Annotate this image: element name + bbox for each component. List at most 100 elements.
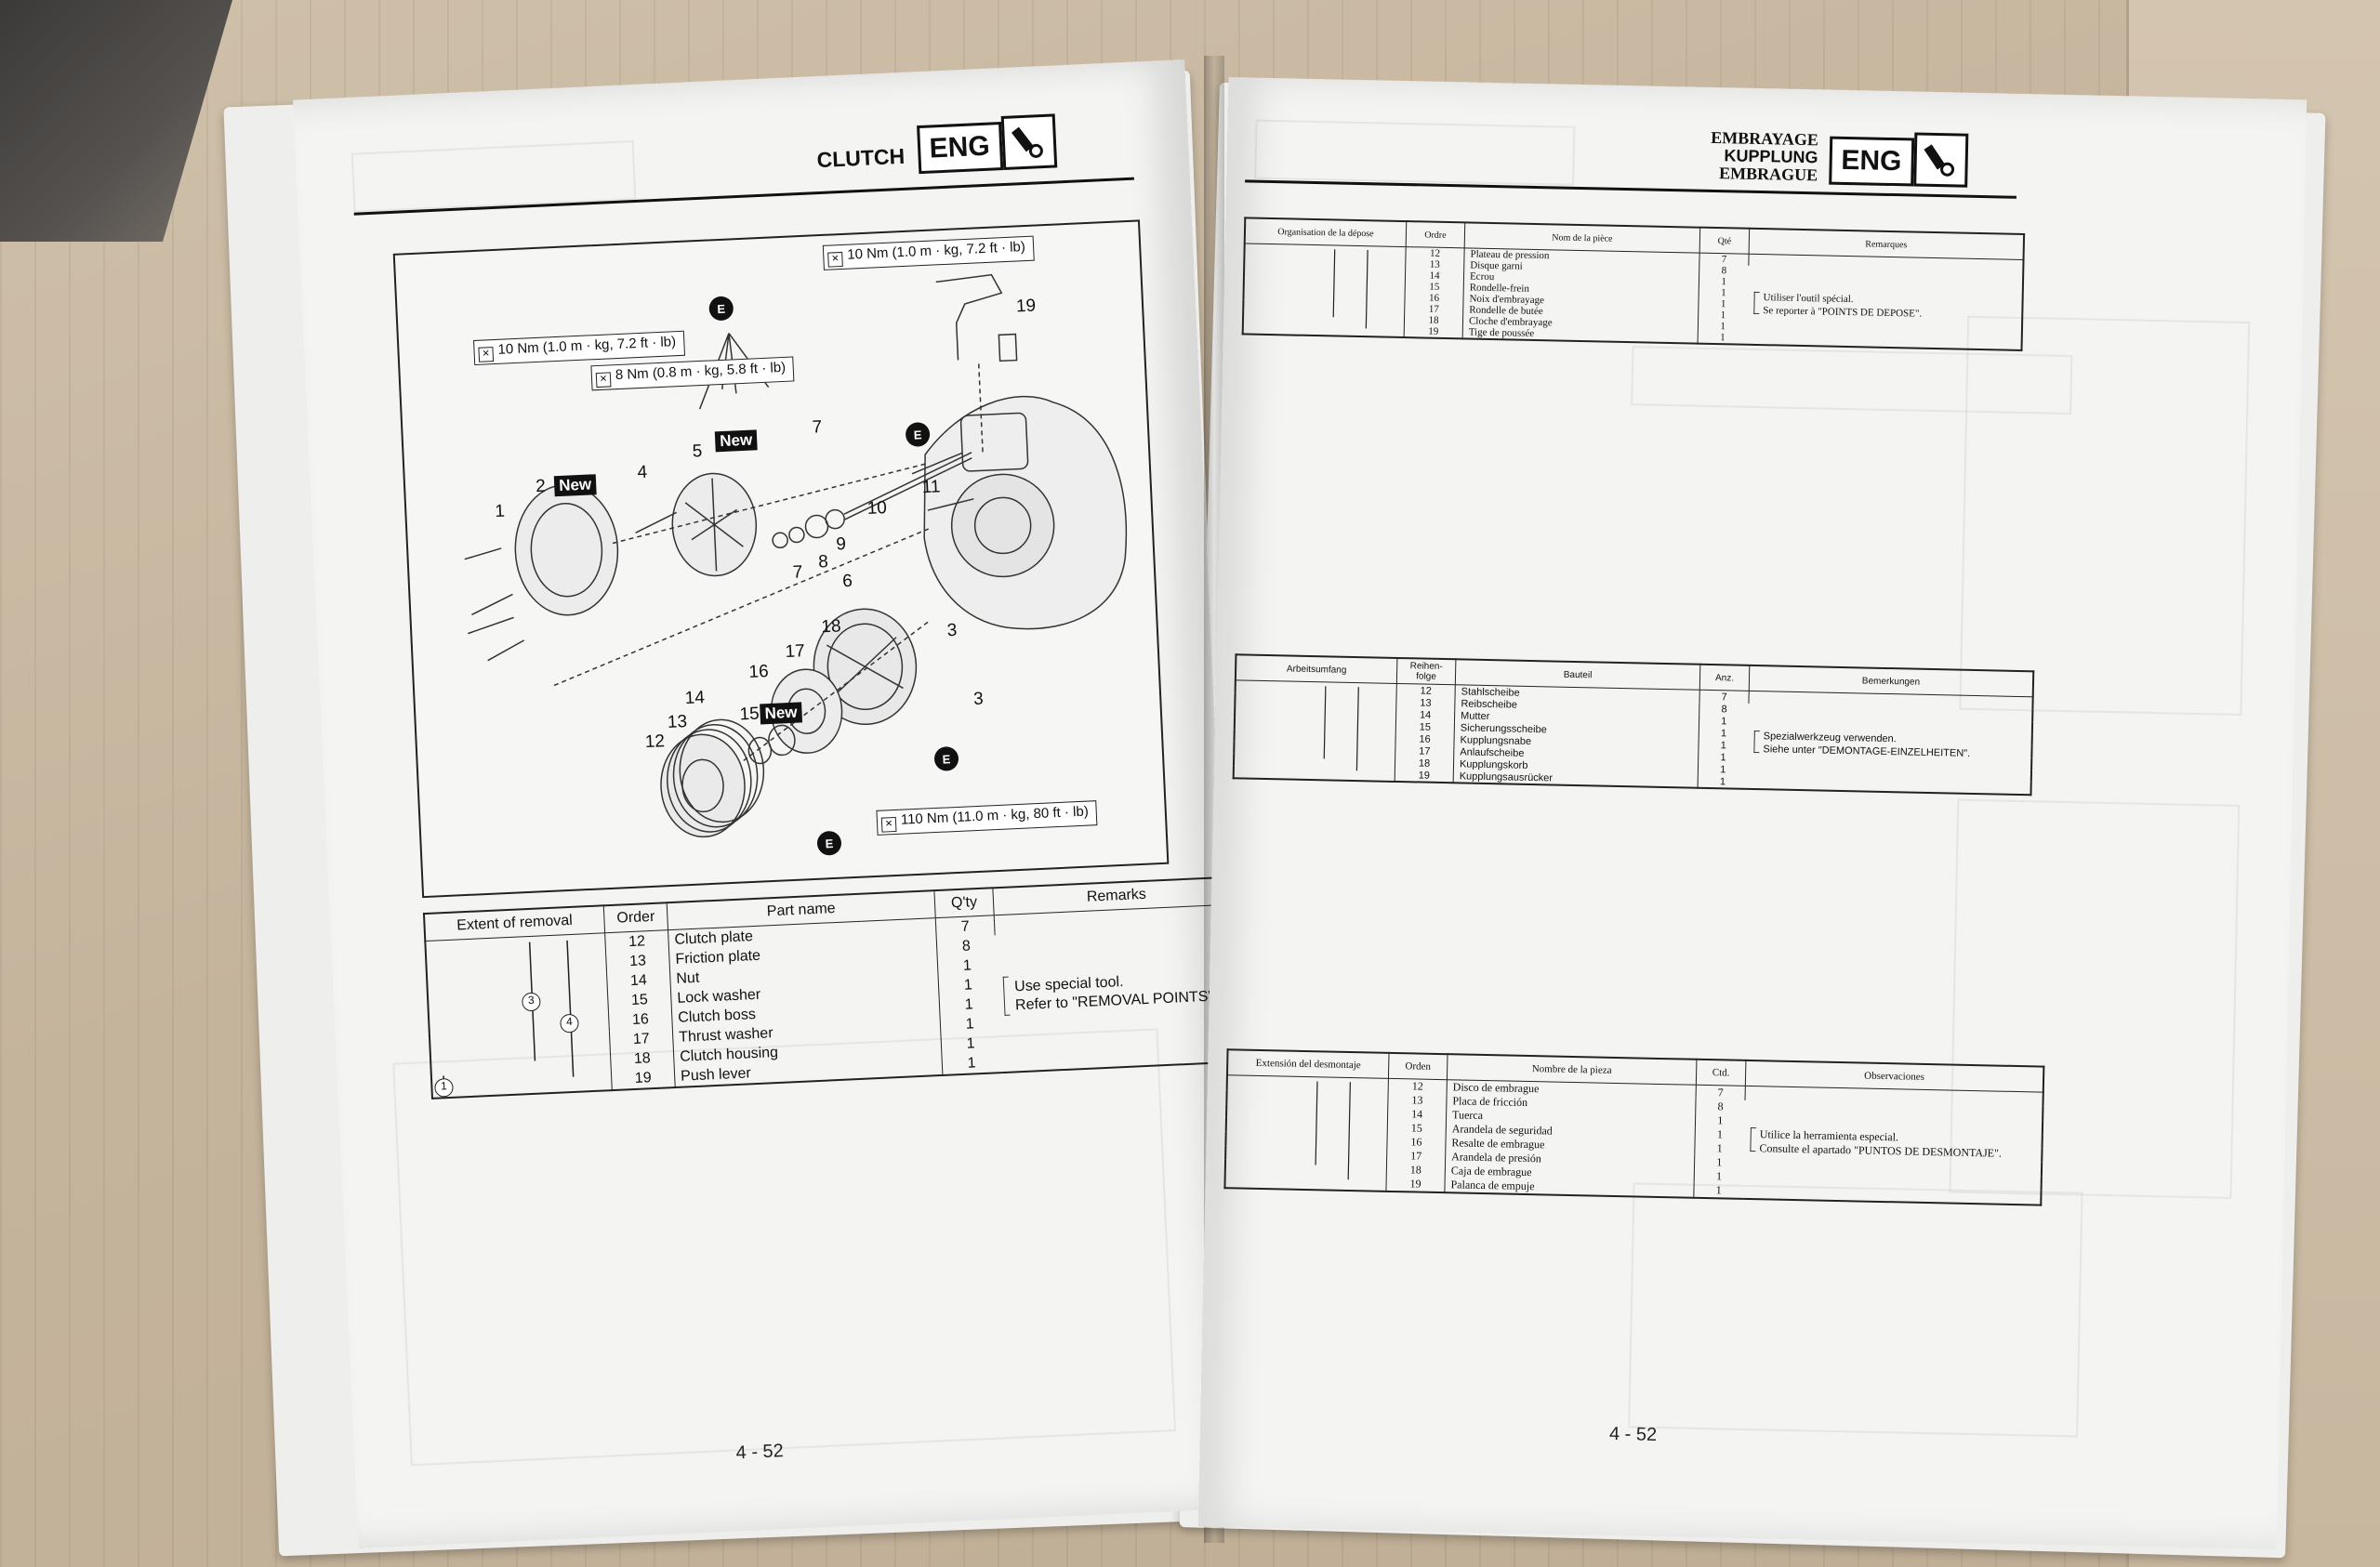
column-header: Organisation de la dépose [1244, 217, 1407, 247]
remarks-cell: Utilice la herramienta especial. Consult… [1743, 1086, 2043, 1205]
part-number: 5 [692, 441, 703, 462]
qty-cell: 1 [1715, 1169, 1723, 1183]
extent-cell [1242, 243, 1407, 338]
column-header: Arbeitsumfang [1235, 654, 1397, 684]
part-number: 8 [817, 551, 829, 573]
qty-cell: 1 [966, 1034, 975, 1052]
engine-tool-icon [1912, 132, 1969, 188]
show-through [1254, 119, 1576, 186]
qty-cell: 1 [1721, 715, 1727, 727]
qty-cell: 1 [1717, 1113, 1724, 1127]
page-header: CLUTCH ENG [815, 113, 1057, 178]
show-through [1628, 1182, 2083, 1438]
qty-cell: 8 [1721, 703, 1727, 715]
qty-cell: 1 [1720, 727, 1727, 739]
page-header: EMBRAYAGE KUPPLUNG EMBRAGUE ENG [1710, 128, 1969, 188]
extent-arrows [1315, 1081, 1351, 1180]
column-header: Anz. [1699, 664, 1750, 691]
order-cell: 12 [604, 929, 669, 954]
qty-cell: 1 [1716, 1155, 1723, 1169]
qty-cell: 8 [1717, 1100, 1724, 1113]
extent-mark: 4 [560, 1013, 579, 1034]
part-number: 6 [841, 571, 853, 592]
qty-cell: 1 [1716, 1141, 1723, 1155]
order-cell: 19 [1385, 1176, 1446, 1193]
part-number: 2 [535, 476, 547, 497]
part-number: 7 [792, 562, 803, 583]
qty-cell: 1 [1715, 1183, 1722, 1197]
column-header: Order [603, 902, 668, 933]
extent-cell: 3 4 1 [425, 932, 613, 1099]
qty-cell: 1 [963, 976, 973, 994]
qty-cell: 1 [1720, 309, 1726, 322]
diagram-drawing [464, 273, 1128, 838]
column-header: Orden [1388, 1052, 1448, 1080]
column-header: Reihen- folge [1396, 657, 1456, 685]
part-number: 17 [785, 641, 806, 663]
part-number: 1 [494, 501, 506, 522]
part-number: 9 [835, 534, 847, 555]
extent-arrows [1323, 686, 1359, 771]
part-number: 16 [748, 662, 770, 682]
column-header: Ordre [1406, 221, 1465, 248]
left-page: CLUTCH ENG [293, 59, 1250, 1548]
qty-cell: 8 [961, 937, 972, 955]
parts-table: Extent of removal Order Part name Q'ty R… [422, 876, 1250, 1100]
order-cell: 17 [1395, 744, 1454, 758]
part-number: 3 [972, 689, 985, 710]
order-cell: 19 [1404, 325, 1463, 339]
part-number: 15 [739, 704, 760, 725]
qty-cell: 1 [967, 1054, 976, 1072]
qty-cell: 1 [1720, 298, 1726, 310]
section-title: EMBRAYAGE KUPPLUNG EMBRAGUE [1711, 128, 1819, 185]
new-part-badge: New [760, 702, 803, 725]
section-title: CLUTCH [816, 143, 906, 173]
qty-cell: 7 [1699, 690, 1750, 704]
order-cell: 15 [1395, 719, 1455, 734]
remark-bracket [1002, 976, 1011, 1016]
part-number: 4 [637, 462, 648, 483]
qty-cell: 8 [1721, 265, 1727, 277]
qty-cell: 7 [1699, 253, 1750, 266]
eng-section-box: ENG [916, 122, 1003, 175]
extent-arrows [1332, 249, 1368, 329]
qty-cell: 1 [1720, 321, 1726, 333]
parts-table-german: Arbeitsumfang Reihen- folge Bauteil Anz.… [1232, 653, 2035, 797]
order-cell: 14 [1387, 1106, 1447, 1123]
qty-cell: 1 [1720, 763, 1726, 775]
part-number: 19 [1015, 296, 1037, 317]
order-cell: 19 [611, 1067, 676, 1091]
qty-cell: 7 [935, 915, 996, 939]
qty-cell: 7 [1696, 1085, 1746, 1100]
qty-cell: 1 [1719, 775, 1726, 787]
order-cell: 18 [1395, 756, 1454, 770]
extent-mark: 3 [521, 992, 541, 1012]
page-number: 4 - 52 [1608, 1423, 1658, 1445]
part-number: 14 [684, 688, 706, 709]
remarks-cell: Spezialwerkzeug verwenden. Siehe unter "… [1747, 691, 2033, 795]
column-header: Extensión del desmontaje [1226, 1049, 1390, 1079]
remark-text: Spezialwerkzeug verwenden. Siehe unter "… [1763, 731, 1971, 759]
remarks-cell: Utiliser l'outil spécial. Se reporter à … [1747, 254, 2023, 350]
part-number: 10 [866, 498, 888, 520]
order-cell: 14 [1395, 707, 1455, 722]
qty-cell: 1 [1720, 332, 1726, 344]
column-header: Q'ty [933, 888, 995, 918]
qty-cell: 1 [965, 1015, 975, 1033]
qty-cell: 1 [964, 995, 974, 1013]
order-cell: 12 [1396, 683, 1456, 698]
parts-table-spanish: Extensión del desmontaje Orden Nombre de… [1223, 1048, 2045, 1206]
parts-table-french: Organisation de la dépose Ordre Nom de l… [1241, 217, 2026, 351]
part-number: 7 [812, 417, 823, 438]
part-number: 11 [921, 477, 941, 498]
remark-text: Use special tool. Refer to "REMOVAL POIN… [1013, 974, 1218, 1014]
part-number: 3 [946, 620, 958, 641]
order-cell: 12 [1388, 1078, 1448, 1095]
order-cell: 17 [1386, 1148, 1446, 1165]
order-cell: 13 [1387, 1092, 1448, 1109]
right-page: EMBRAYAGE KUPPLUNG EMBRAGUE ENG Organisa… [1197, 77, 2307, 1549]
engine-tool-icon [1000, 113, 1057, 171]
remark-bracket [1750, 1127, 1756, 1152]
remark-text: Utiliser l'outil spécial. Se reporter à … [1763, 292, 1923, 320]
qty-cell: 1 [962, 956, 972, 974]
